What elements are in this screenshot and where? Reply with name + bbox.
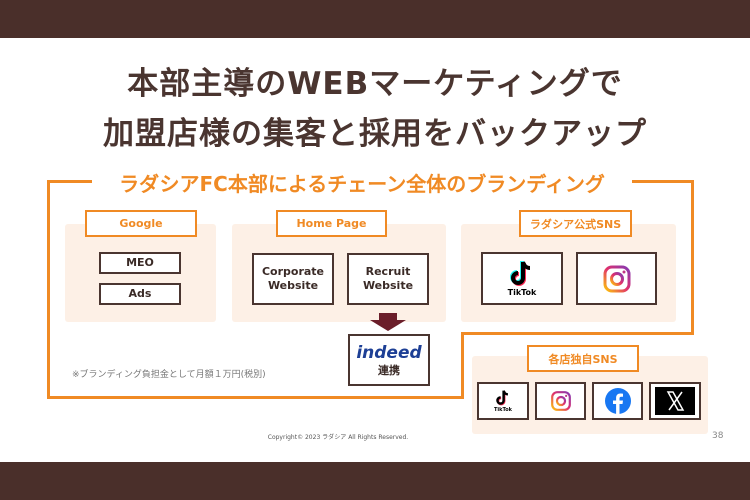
- x-icon: [655, 387, 695, 415]
- frame-left: [47, 180, 50, 398]
- instagram-official-box: [576, 252, 657, 305]
- title-line-1: 本部主導のWEBマーケティングで: [127, 66, 623, 102]
- homepage-label: Home Page: [276, 210, 387, 237]
- meo-box: MEO: [99, 252, 181, 274]
- tiktok-icon: [510, 260, 531, 286]
- store-sns-label: 各店独自SNS: [527, 345, 639, 372]
- frame-bottom: [47, 396, 464, 399]
- x-store-box: [649, 382, 701, 420]
- frame-heading: ラダシアFC本部によるチェーン全体のブランディング: [92, 168, 632, 197]
- google-label: Google: [85, 210, 197, 237]
- tiktok-icon: [496, 390, 509, 406]
- title-line-2: 加盟店様の集客と採用をバックアップ: [103, 116, 647, 152]
- frame-right: [691, 180, 694, 335]
- frame-step-top: [461, 332, 694, 335]
- facebook-icon: [604, 388, 631, 414]
- page-number: 38: [712, 431, 724, 441]
- indeed-link-text: 連携: [378, 363, 400, 377]
- recruit-website-box: Recruit Website: [347, 253, 429, 305]
- instagram-store-box: [535, 382, 586, 420]
- instagram-icon: [550, 391, 571, 411]
- copyright: Copyright© 2023 ラダシア All Rights Reserved…: [267, 434, 409, 441]
- tiktok-official-box: TikTok: [481, 252, 563, 305]
- arrow-down-icon: [370, 313, 406, 331]
- top-bar: [0, 0, 750, 38]
- tiktok-text: TikTok: [494, 406, 512, 413]
- facebook-store-box: [592, 382, 643, 420]
- tiktok-store-box: TikTok: [477, 382, 529, 420]
- branding-fee-note: ※ブランディング負担金として月額１万円(税別): [72, 370, 266, 380]
- bottom-bar: [0, 462, 750, 500]
- indeed-logo: indeed: [356, 342, 422, 363]
- ads-box: Ads: [99, 283, 181, 305]
- tiktok-text: TikTok: [507, 287, 537, 297]
- frame-step: [461, 332, 464, 398]
- corporate-website-box: Corporate Website: [252, 253, 334, 305]
- official-sns-label: ラダシア公式SNS: [519, 210, 632, 237]
- indeed-box: indeed 連携: [348, 334, 430, 386]
- instagram-icon: [603, 265, 630, 292]
